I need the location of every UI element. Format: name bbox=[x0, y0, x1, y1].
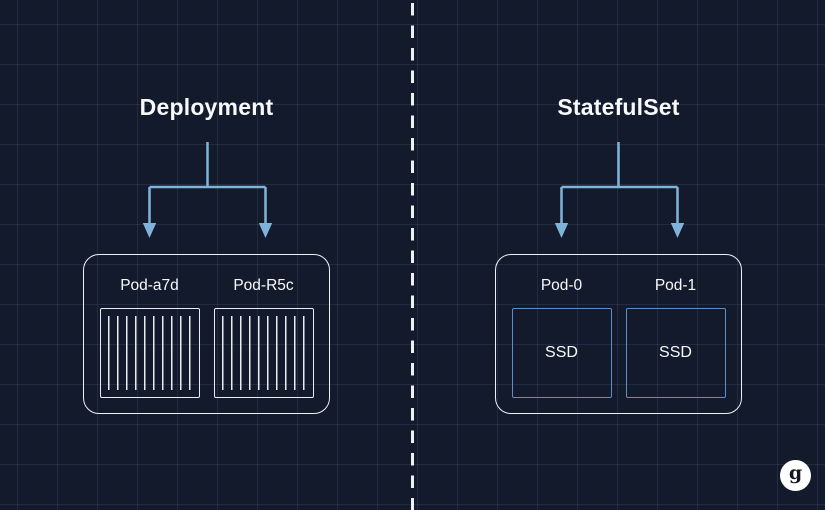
ssd-label: SSD bbox=[659, 344, 692, 361]
pod-0: Pod-0 SSD bbox=[511, 275, 612, 413]
pod-a7d: Pod-a7d bbox=[99, 275, 200, 413]
arrowhead-icon bbox=[258, 223, 273, 238]
ephemeral-storage-box bbox=[213, 308, 314, 398]
pod-1: Pod-1 SSD bbox=[625, 275, 726, 413]
arrowhead-icon bbox=[554, 223, 569, 238]
pod-label: Pod-1 bbox=[654, 277, 697, 294]
arrowhead-icon bbox=[670, 223, 685, 238]
deployment-pods-card: Pod-a7d Pod-R5c bbox=[83, 254, 330, 414]
arrowhead-icon bbox=[142, 223, 157, 238]
ssd-storage-box: SSD bbox=[511, 308, 612, 398]
brand-logo: g bbox=[780, 460, 811, 491]
stripe-pattern bbox=[221, 316, 306, 390]
pod-label: Pod-0 bbox=[540, 277, 583, 294]
deployment-fork-arrow bbox=[142, 142, 273, 238]
brand-logo-letter: g bbox=[788, 462, 803, 484]
pod-label: Pod-a7d bbox=[120, 277, 179, 294]
statefulset-pods-card: Pod-0 SSD Pod-1 SSD bbox=[495, 254, 742, 414]
statefulset-fork-arrow bbox=[554, 142, 685, 238]
deployment-title: Deployment bbox=[139, 94, 274, 120]
ephemeral-storage-box bbox=[99, 308, 200, 398]
statefulset-title: StatefulSet bbox=[557, 94, 680, 120]
ssd-storage-box: SSD bbox=[625, 308, 726, 398]
ssd-label: SSD bbox=[545, 344, 578, 361]
pod-r5c: Pod-R5c bbox=[213, 275, 314, 413]
pod-label: Pod-R5c bbox=[233, 277, 294, 294]
stripe-pattern bbox=[107, 316, 192, 390]
